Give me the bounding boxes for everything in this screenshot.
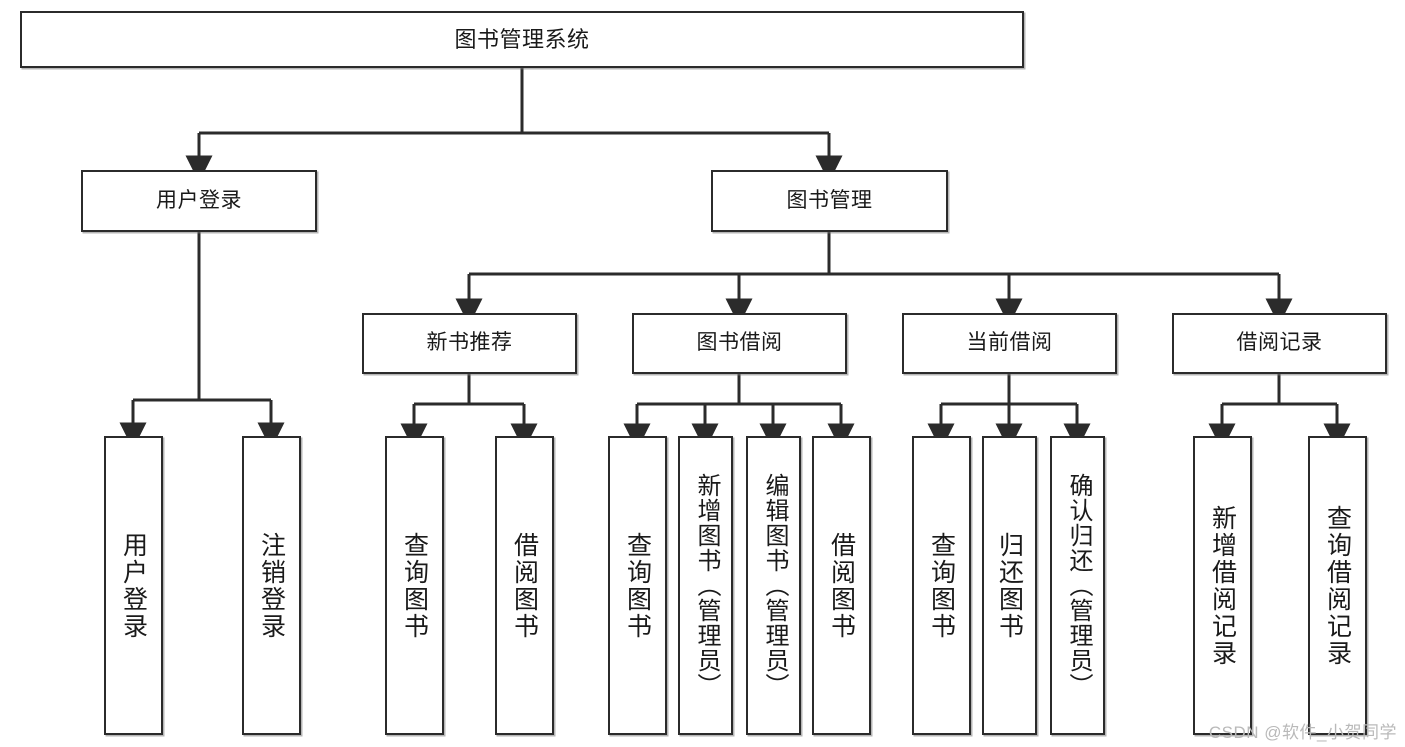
- node-book-management-system[interactable]: 图书管理系统: [20, 11, 1024, 68]
- node-label: 用户登录: [119, 531, 148, 640]
- leaf-confirm-return-admin[interactable]: 确认归还（管理员）: [1050, 436, 1105, 735]
- node-label: 查询图书: [927, 531, 956, 640]
- node-label: 借阅图书: [827, 531, 856, 640]
- node-book-borrow[interactable]: 图书借阅: [632, 313, 847, 374]
- node-label: 用户登录: [156, 188, 242, 212]
- node-label: 查询借阅记录: [1323, 504, 1352, 667]
- node-label: 查询图书: [400, 531, 429, 640]
- leaf-query-book-recommend[interactable]: 查询图书: [385, 436, 444, 735]
- leaf-query-borrow-record[interactable]: 查询借阅记录: [1308, 436, 1367, 735]
- node-label: 查询图书: [623, 531, 652, 640]
- node-label: 借阅记录: [1236, 331, 1323, 355]
- node-label: 注销登录: [257, 531, 286, 640]
- leaf-edit-book-admin[interactable]: 编辑图书（管理员）: [746, 436, 801, 735]
- node-new-book-recommend[interactable]: 新书推荐: [362, 313, 577, 374]
- node-label: 编辑图书（管理员）: [760, 473, 788, 698]
- leaf-add-borrow-record[interactable]: 新增借阅记录: [1193, 436, 1252, 735]
- node-label: 图书管理系统: [454, 26, 590, 52]
- node-label: 确认归还（管理员）: [1064, 473, 1092, 698]
- node-borrow-record[interactable]: 借阅记录: [1172, 313, 1387, 374]
- node-label: 新增借阅记录: [1208, 504, 1237, 667]
- leaf-logout[interactable]: 注销登录: [242, 436, 301, 735]
- node-label: 图书管理: [786, 188, 873, 212]
- node-current-borrow[interactable]: 当前借阅: [902, 313, 1117, 374]
- node-label: 借阅图书: [510, 531, 539, 640]
- leaf-query-book-current[interactable]: 查询图书: [912, 436, 971, 735]
- node-user-login[interactable]: 用户登录: [81, 170, 317, 232]
- node-label: 当前借阅: [966, 331, 1053, 355]
- node-label: 图书借阅: [696, 331, 783, 355]
- leaf-return-book[interactable]: 归还图书: [982, 436, 1037, 735]
- leaf-query-book-borrow[interactable]: 查询图书: [608, 436, 667, 735]
- leaf-borrow-book[interactable]: 借阅图书: [812, 436, 871, 735]
- node-label: 归还图书: [995, 531, 1024, 640]
- leaf-borrow-book-recommend[interactable]: 借阅图书: [495, 436, 554, 735]
- leaf-user-login[interactable]: 用户登录: [104, 436, 163, 735]
- watermark-text: CSDN @软件_小贺同学: [1208, 723, 1397, 742]
- node-book-management[interactable]: 图书管理: [711, 170, 948, 232]
- node-label: 新书推荐: [426, 331, 513, 355]
- leaf-add-book-admin[interactable]: 新增图书（管理员）: [678, 436, 733, 735]
- node-label: 新增图书（管理员）: [692, 473, 720, 698]
